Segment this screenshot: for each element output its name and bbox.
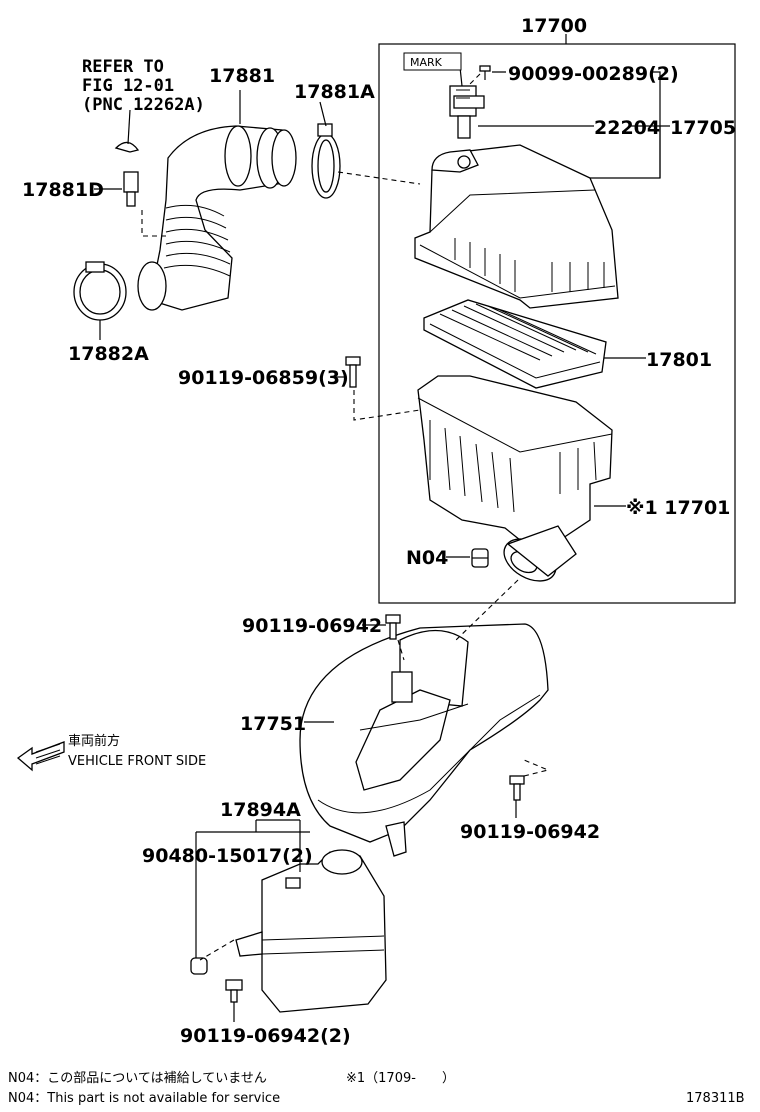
refer-line3: (PNC 12262A)	[82, 95, 205, 115]
resonator	[235, 849, 387, 1013]
label-17700: 17700	[521, 15, 587, 37]
label-17701: ※1 17701	[626, 497, 730, 519]
label-90119-06859: 90119-06859(3)	[178, 367, 349, 389]
label-17881: 17881	[209, 65, 275, 87]
air-cleaner-case	[417, 375, 613, 582]
label-17881a: 17881A	[294, 81, 375, 103]
bolt-90119-06942-a	[385, 614, 401, 640]
refer-line2: FIG 12-01	[82, 76, 174, 96]
label-mark: MARK	[410, 56, 443, 69]
diagram-id: 178311B	[686, 1091, 745, 1106]
hose-clamp-17881a	[311, 123, 341, 199]
label-17882a: 17882A	[68, 343, 149, 365]
label-17881d: 17881D	[22, 179, 104, 201]
front-label-en: VEHICLE FRONT SIDE	[68, 754, 206, 769]
label-17705: 17705	[670, 117, 736, 139]
front-label-jp: 車両前方	[68, 733, 120, 749]
label-n04: N04	[406, 547, 448, 569]
air-flow-meter	[449, 85, 485, 139]
nut-90480	[190, 957, 208, 975]
refer-line1: REFER TO	[82, 57, 164, 77]
screw-90099	[479, 65, 491, 80]
label-90099: 90099-00289(2)	[508, 63, 679, 85]
label-17894a: 17894A	[220, 799, 301, 821]
label-22204: 22204	[594, 117, 660, 139]
front-direction-arrow	[16, 741, 65, 772]
air-filter-element	[423, 299, 607, 389]
grommet-n04	[471, 548, 489, 568]
note-n04-jp: N04：この部品については補給していません	[8, 1071, 267, 1086]
air-cleaner-cap	[414, 144, 619, 309]
note-range: ※1（1709- ）	[346, 1071, 455, 1086]
bolt-90119-06942-b	[509, 775, 525, 801]
label-90119-06942-c: 90119-06942(2)	[180, 1025, 351, 1047]
air-inlet-duct	[299, 623, 549, 857]
label-17751: 17751	[240, 713, 306, 735]
label-90480: 90480-15017(2)	[142, 845, 313, 867]
bolt-90119-06859	[345, 356, 361, 388]
note-n04-en: N04：This part is not available for servi…	[8, 1091, 280, 1106]
mark-box	[403, 52, 462, 71]
assembly-box-17700	[378, 43, 736, 604]
hose-clamp-17882a	[73, 261, 127, 321]
label-90119-06942-b: 90119-06942	[460, 821, 600, 843]
bolt-90119-06942-c	[225, 979, 243, 1003]
label-17801: 17801	[646, 349, 712, 371]
fitting-17881d	[114, 141, 140, 207]
intake-hose	[137, 125, 297, 311]
label-90119-06942-a: 90119-06942	[242, 615, 382, 637]
